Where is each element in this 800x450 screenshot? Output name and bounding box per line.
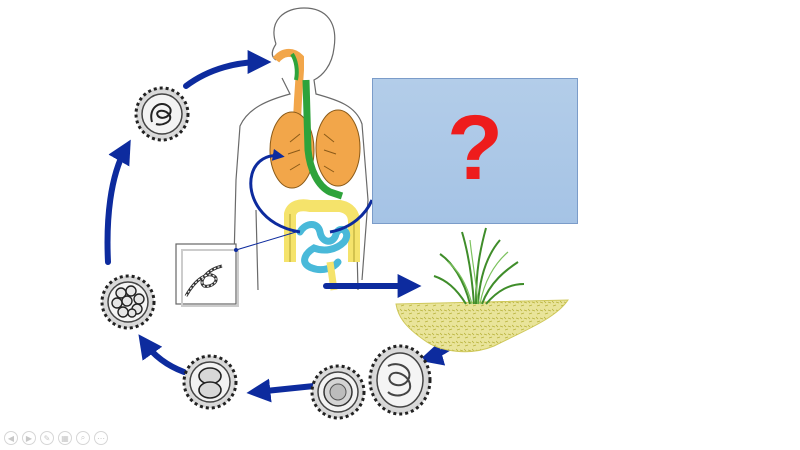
- arrow-egg-to-egg-2: [138, 334, 187, 375]
- question-box: ?: [372, 78, 578, 224]
- egg-two-cell-icon: [182, 354, 238, 410]
- more-icon: ⋯: [97, 433, 105, 443]
- slideshow-toolbar: ◀ ▶ ✎ ▦ ⌕ ⋯: [4, 430, 108, 446]
- large-intestine: [284, 199, 360, 262]
- arrow-egg-to-egg-1: [246, 378, 317, 403]
- human-digestive-system: [269, 49, 361, 291]
- pen-icon: ✎: [43, 433, 51, 443]
- pen-button[interactable]: ✎: [40, 431, 54, 445]
- next-slide-button[interactable]: ▶: [22, 431, 36, 445]
- slides-button[interactable]: ▦: [58, 431, 72, 445]
- prev-icon: ◀: [7, 433, 15, 443]
- egg-morula-icon: [100, 274, 156, 330]
- prev-slide-button[interactable]: ◀: [4, 431, 18, 445]
- more-button[interactable]: ⋯: [94, 431, 108, 445]
- soil-with-grass-icon: [395, 227, 569, 353]
- esophagus: [302, 79, 344, 200]
- next-icon: ▶: [25, 433, 33, 443]
- larva-free-icon: [175, 231, 297, 307]
- slides-icon: ▦: [61, 433, 69, 443]
- arrow-to-mouth: [183, 50, 272, 89]
- right-lung: [315, 109, 361, 187]
- egg-single-cell-icon: [310, 364, 366, 420]
- egg-larva-developing-icon: [368, 344, 432, 416]
- egg-with-larva-icon: [134, 86, 190, 142]
- zoom-icon: ⌕: [80, 433, 86, 442]
- zoom-button[interactable]: ⌕: [76, 431, 90, 445]
- small-intestine: [296, 221, 351, 274]
- arrow-up-left: [104, 139, 131, 265]
- question-mark: ?: [446, 97, 504, 199]
- internal-migration-arrows: [249, 148, 374, 234]
- left-lung: [269, 111, 315, 189]
